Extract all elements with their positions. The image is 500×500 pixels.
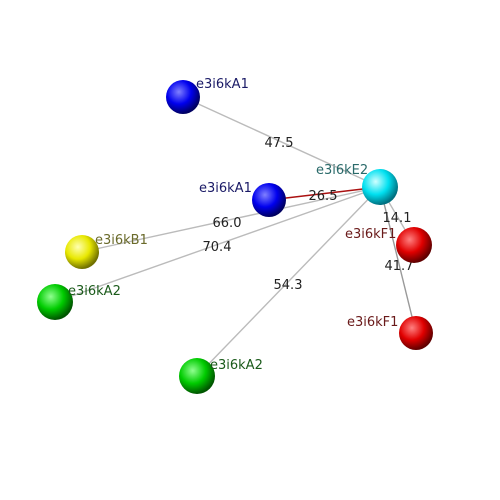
- node-sphere: [179, 358, 215, 394]
- node-label: e3i6kE2: [316, 163, 368, 178]
- edge-distance-label: 41.7: [385, 259, 414, 274]
- edge-line: [196, 186, 381, 377]
- edge-labels-layer: 47.5 26.5 66.0 70.4 54.3 14.1 41.7: [203, 136, 414, 293]
- node-sphere: [399, 316, 433, 350]
- node-sphere: [37, 284, 73, 320]
- node-sphere: [252, 183, 286, 217]
- edge-line: [182, 96, 381, 188]
- node-label: e3i6kF1: [347, 315, 398, 330]
- node-sphere: [396, 227, 432, 263]
- edge-distance-label: 66.0: [213, 216, 242, 231]
- edge-distance-label: 47.5: [265, 136, 294, 151]
- edge-line: [268, 186, 381, 201]
- edge-distance-label: 14.1: [383, 211, 412, 226]
- edge-distance-label: 54.3: [274, 278, 303, 293]
- node-labels-layer: e3i6kA1 e3i6kE2 e3i6kA1 e3i6kF1 e3i6kB1 e3i6k…: [68, 77, 398, 373]
- edge-distance-label: 70.4: [203, 240, 232, 255]
- node-sphere: [65, 235, 99, 269]
- node-label: e3i6kF1: [345, 227, 396, 242]
- nodes-layer: [37, 80, 433, 394]
- edge-line: [81, 186, 381, 253]
- edge-line: [54, 186, 381, 303]
- edge-distance-label: 26.5: [309, 189, 338, 204]
- node-sphere: [166, 80, 200, 114]
- node-label: e3i6kB1: [95, 233, 148, 248]
- node-label: e3i6kA1: [196, 77, 249, 92]
- node-label: e3i6kA2: [68, 284, 121, 299]
- node-label: e3i6kA1: [199, 181, 252, 196]
- edge-line: [379, 186, 417, 334]
- node-sphere: [362, 169, 398, 205]
- node-label: e3i6kA2: [210, 358, 263, 373]
